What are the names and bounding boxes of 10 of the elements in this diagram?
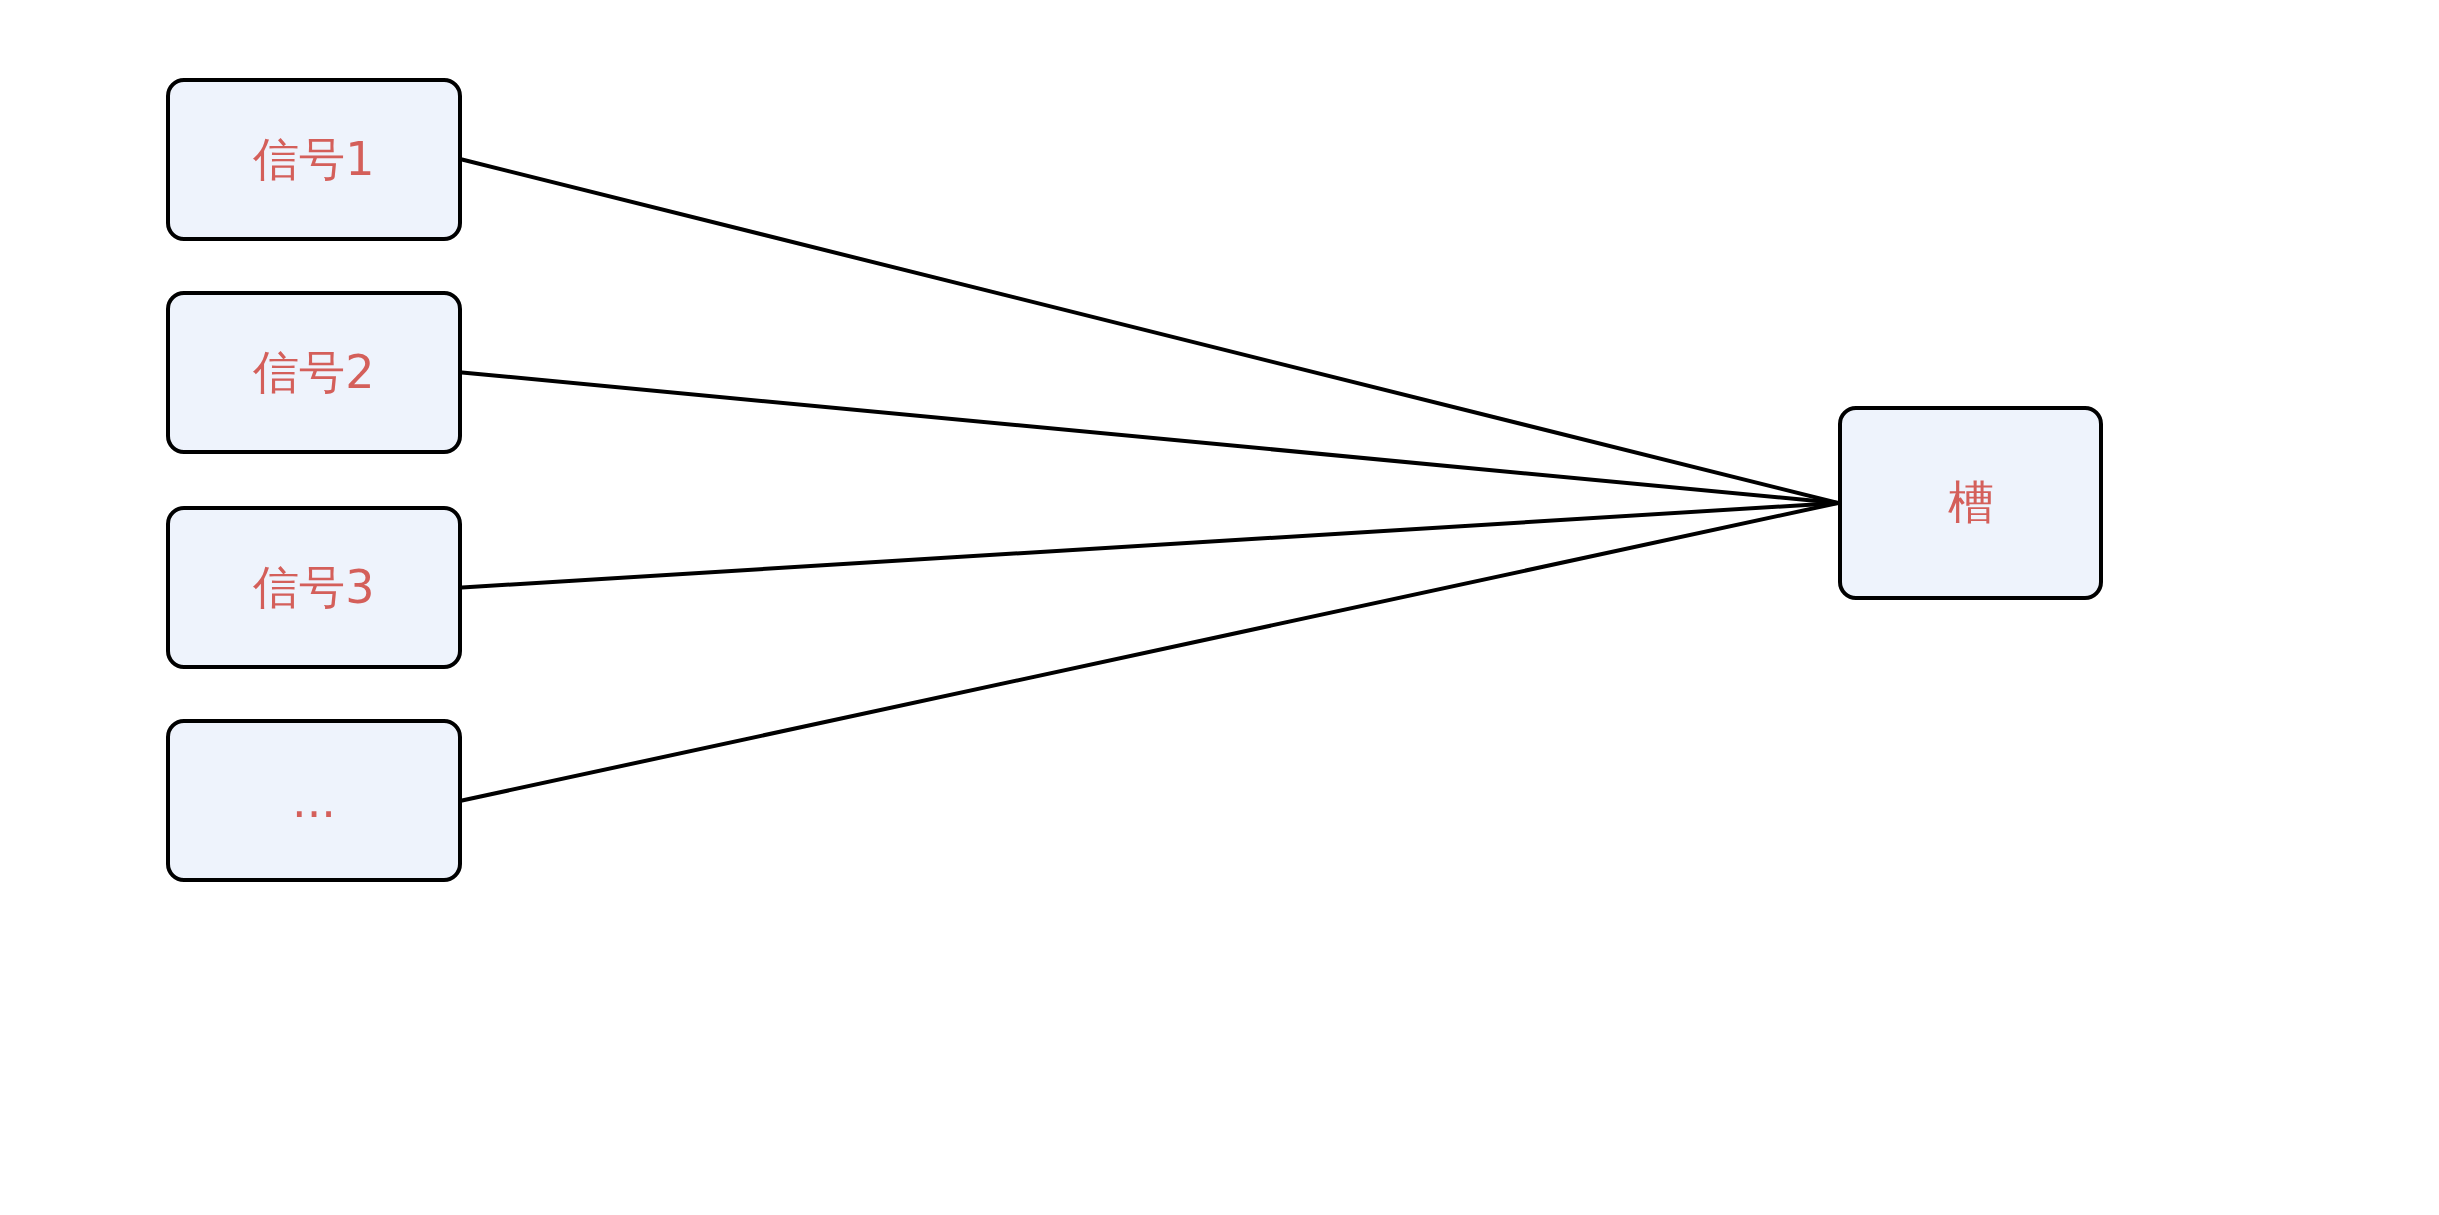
process-box (166, 506, 462, 669)
process-box (166, 719, 462, 882)
process-box (166, 78, 462, 241)
node-label: 信号3 (253, 558, 375, 616)
process-box (1838, 406, 2103, 600)
process-box (166, 291, 462, 454)
node-label: 信号1 (253, 130, 375, 188)
node-label: ... (292, 773, 336, 828)
node-label: 槽 (1947, 474, 1994, 531)
node-label: 信号2 (253, 343, 375, 401)
